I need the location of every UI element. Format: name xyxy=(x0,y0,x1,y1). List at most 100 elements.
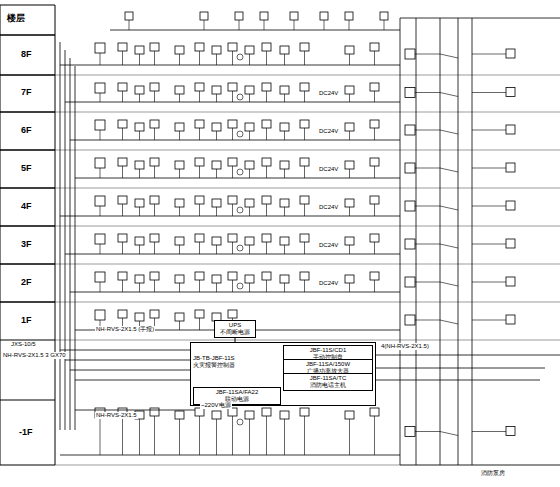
drop-line xyxy=(384,20,385,30)
table-border xyxy=(0,188,55,189)
device-symbol xyxy=(345,161,354,169)
drop-line xyxy=(284,94,285,102)
table-border xyxy=(0,112,55,113)
drop-line xyxy=(154,51,155,65)
branch-line xyxy=(440,168,458,172)
unit-box: JBF-11SA/TC消防电话主机 xyxy=(283,373,373,391)
device-symbol xyxy=(150,310,159,318)
drop-line xyxy=(199,416,200,455)
drop-line xyxy=(239,20,240,30)
device-symbol xyxy=(118,234,127,242)
drop-line xyxy=(304,242,305,254)
floor-bus xyxy=(75,292,400,293)
device-symbol xyxy=(118,83,127,91)
device-symbol xyxy=(118,43,127,51)
device-symbol xyxy=(200,12,208,20)
device-symbol xyxy=(118,158,127,166)
drop-line xyxy=(199,204,200,216)
drop-line xyxy=(216,245,217,254)
branch-line xyxy=(440,93,458,97)
floor-bus xyxy=(65,254,75,255)
branch-line xyxy=(415,130,440,131)
drop-line xyxy=(139,207,140,216)
device-symbol xyxy=(212,275,221,283)
trunk-line xyxy=(60,42,61,430)
table-border xyxy=(0,400,55,401)
device-symbol xyxy=(228,120,237,128)
device-symbol xyxy=(175,237,184,245)
floor-bus xyxy=(75,216,400,217)
device-symbol xyxy=(118,120,127,128)
branch-line xyxy=(472,431,506,432)
drop-line xyxy=(232,91,233,102)
branch-line xyxy=(415,320,440,321)
drop-line xyxy=(349,131,350,140)
node-text: 消防电话主机 xyxy=(286,382,370,389)
cable-label: DC24V xyxy=(318,128,339,135)
output-line xyxy=(375,368,545,369)
branch-line xyxy=(415,282,440,283)
device-symbol xyxy=(345,237,354,245)
output-line xyxy=(375,380,540,381)
table-border xyxy=(0,465,55,466)
floor-bus xyxy=(75,65,400,66)
floor-separator xyxy=(55,112,560,113)
cable-label: DC24V xyxy=(318,242,339,249)
drop-line xyxy=(139,283,140,292)
device-symbol xyxy=(280,411,289,419)
device-symbol xyxy=(300,43,309,51)
device-symbol xyxy=(320,12,328,20)
floor-label: 5F xyxy=(20,164,33,174)
drop-line xyxy=(216,54,217,65)
drop-line xyxy=(100,282,101,292)
drop-line xyxy=(216,419,217,455)
device-symbol xyxy=(280,275,289,283)
drop-line xyxy=(249,207,250,216)
terminal-box xyxy=(506,277,515,286)
device-symbol xyxy=(380,12,388,20)
device-symbol xyxy=(345,12,353,20)
device-symbol xyxy=(175,199,184,207)
trunk-line xyxy=(70,58,71,430)
cable-label: JXS-10/5 xyxy=(10,341,37,348)
drop-line xyxy=(154,91,155,102)
terminal-box xyxy=(506,163,515,172)
drop-line xyxy=(266,166,267,178)
drop-line xyxy=(304,204,305,216)
drop-line xyxy=(199,91,200,102)
branch-line xyxy=(415,244,440,245)
terminal-box xyxy=(506,125,515,134)
device-symbol xyxy=(280,199,289,207)
device-symbol xyxy=(262,158,271,166)
branch-line xyxy=(472,244,506,245)
drop-line xyxy=(304,280,305,292)
drop-line xyxy=(179,94,180,102)
floor-separator xyxy=(55,188,560,189)
floor-separator xyxy=(55,465,560,466)
trunk-line xyxy=(65,50,66,430)
drop-line xyxy=(349,20,350,30)
device-symbol xyxy=(175,275,184,283)
drop-line xyxy=(284,169,285,178)
drop-line xyxy=(139,54,140,65)
bottom-line xyxy=(400,465,560,466)
power-box xyxy=(405,163,415,173)
drop-line xyxy=(100,93,101,102)
power-box xyxy=(405,201,415,211)
drop-line xyxy=(139,245,140,254)
node-text: 火灾报警控制器 xyxy=(193,362,279,369)
drop-line xyxy=(284,283,285,292)
drop-line xyxy=(284,54,285,65)
table-border xyxy=(0,35,55,36)
table-border xyxy=(0,302,55,303)
drop-line xyxy=(139,94,140,102)
device-symbol xyxy=(212,46,221,54)
table-border xyxy=(0,112,55,113)
device-symbol xyxy=(262,272,271,280)
drop-line xyxy=(100,53,101,65)
drop-line xyxy=(179,283,180,292)
module-box xyxy=(95,272,105,282)
floor-label: 6F xyxy=(20,126,33,136)
drop-line xyxy=(266,51,267,65)
drop-line xyxy=(179,321,180,330)
